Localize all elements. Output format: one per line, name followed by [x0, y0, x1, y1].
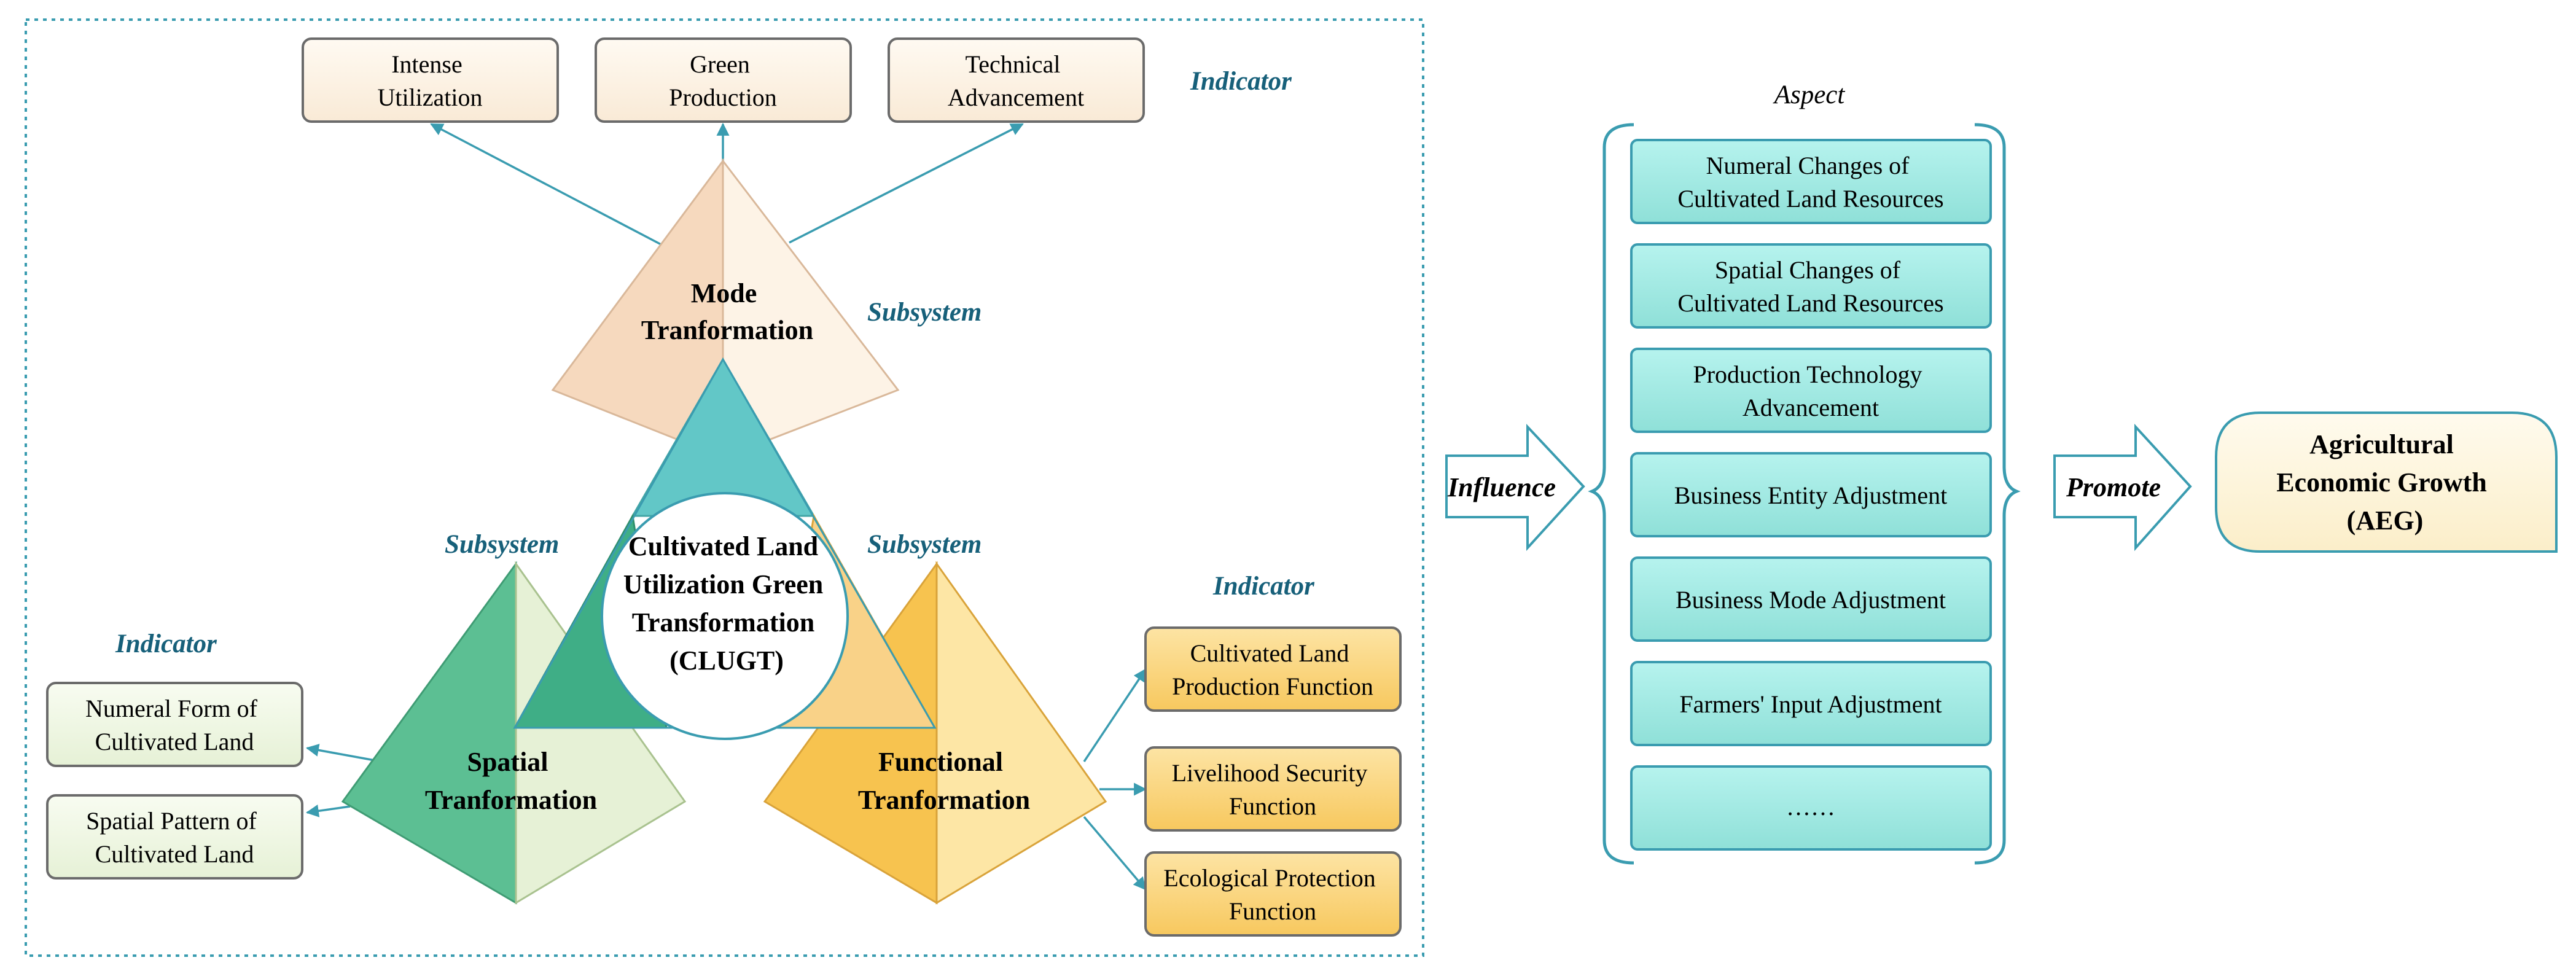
- aspect-item-farmers-input: Farmers' Input Adjustment: [1630, 661, 1992, 746]
- svg-text:Ecological Protection: Ecological Protection Function: [1163, 864, 1381, 925]
- connector-lines: [305, 122, 1147, 891]
- connector-functional-ecological: [1083, 816, 1147, 891]
- aspect-item-ellipsis: ……: [1630, 765, 1992, 851]
- functional-pyramid-label: Functional Tranformation: [858, 747, 1030, 815]
- aspect-right-brace: [1974, 123, 2021, 865]
- outcome-box: [2215, 411, 2558, 553]
- spatial-pyramid-left-face: [341, 561, 517, 905]
- mode-pyramid: Mode Tranformation: [551, 158, 900, 459]
- aspect-left-brace: [1588, 123, 1634, 865]
- center-circle: [601, 492, 849, 740]
- promote-arrow-shape: [2053, 423, 2192, 552]
- aspect-item-spatial-changes: Spatial Changes of Cultivated Land Resou…: [1630, 243, 1992, 329]
- subsystem-label-functional: Subsystem: [867, 530, 982, 559]
- svg-text:Numeral Form of Cultiv: Numeral Form of Cultivated Land: [85, 695, 263, 755]
- left-panel-frame: [25, 18, 1424, 957]
- indicator-label-functional: Indicator: [1212, 572, 1315, 601]
- aspect-items: Numeral Changes of Cultivated Land Resou…: [1630, 139, 1992, 851]
- indicator-box-intense-utilization: Intense Utilization: [302, 37, 559, 123]
- promote-label: Promote: [2066, 472, 2161, 502]
- clugt-center: Cultivated Land Utilization Green Transf…: [513, 357, 937, 740]
- svg-text:Farmers' Input Adjustment: Farmers' Input Adjustment: [1679, 690, 1942, 718]
- outcome-label: Agricultural Economic Growth (AEG): [2276, 429, 2494, 536]
- promote-arrow: Promote: [2053, 423, 2192, 552]
- aspect-item-business-mode: Business Mode Adjustment: [1630, 556, 1992, 642]
- connector-mode-intense: [430, 123, 664, 247]
- indicator-box-livelihood-security: Livelihood Security Function: [1144, 746, 1402, 832]
- indicator-label-mode: Indicator: [1190, 67, 1292, 96]
- functional-indicator-boxes: Cultivated Land Production Function Live…: [1144, 626, 1402, 937]
- outcome-aeg: Agricultural Economic Growth (AEG): [2215, 411, 2558, 553]
- svg-text:Livelihood Security Fu: Livelihood Security Function: [1172, 759, 1374, 820]
- connector-mode-technical: [789, 123, 1024, 244]
- influence-arrow-shape: [1445, 423, 1585, 552]
- indicator-box-green-production: Green Production: [595, 37, 852, 123]
- indicator-box-production-function: Cultivated Land Production Function: [1144, 626, 1402, 712]
- mode-pyramid-right-face: [722, 158, 900, 459]
- connector-functional-production: [1083, 668, 1147, 762]
- indicator-box-spatial-pattern: Spatial Pattern of Cultivated Land: [46, 794, 303, 880]
- influence-arrow: Influence: [1445, 423, 1585, 552]
- svg-text:Green Production: Green Production: [669, 50, 777, 111]
- svg-text:Technical Advancement: Technical Advancement: [948, 50, 1084, 111]
- svg-text:Numeral Changes of Cul: Numeral Changes of Cultivated Land Resou…: [1677, 152, 1943, 213]
- connector-spatial-numeral: [305, 744, 375, 762]
- indicator-box-numeral-form: Numeral Form of Cultivated Land: [46, 682, 303, 767]
- indicator-box-ecological-protection: Ecological Protection Function: [1144, 851, 1402, 937]
- spatial-pyramid-label: Spatial Tranformation: [425, 747, 597, 815]
- aspect-item-business-entity: Business Entity Adjustment: [1630, 452, 1992, 537]
- mode-pyramid-label: Mode Tranformation: [641, 278, 813, 345]
- svg-text:Cultivated Land Produc: Cultivated Land Production Function: [1172, 639, 1373, 700]
- svg-text:Spatial Changes of Cul: Spatial Changes of Cultivated Land Resou…: [1677, 256, 1943, 317]
- subsystem-label-mode: Subsystem: [867, 298, 982, 327]
- aspect-item-production-technology: Production Technology Advancement: [1630, 348, 1992, 433]
- svg-text:Intense Utilization: Intense Utilization: [377, 50, 482, 111]
- mode-indicator-boxes: Intense Utilization Green Production Tec…: [302, 37, 1145, 123]
- functional-pyramid-right-face: [935, 561, 1107, 905]
- indicator-box-technical-advancement: Technical Advancement: [888, 37, 1145, 123]
- influence-label: Influence: [1447, 472, 1556, 502]
- center-circle-label: Cultivated Land Utilization Green Transf…: [623, 531, 830, 676]
- functional-pyramid: Functional Tranformation: [763, 561, 1107, 905]
- svg-text:……: ……: [1786, 793, 1835, 821]
- svg-text:Production Technology: Production Technology Advancement: [1693, 361, 1928, 421]
- subsystem-label-spatial: Subsystem: [445, 530, 559, 559]
- svg-text:Business Mode Adjustment: Business Mode Adjustment: [1676, 586, 1946, 614]
- indicator-label-spatial: Indicator: [115, 630, 217, 658]
- connector-spatial-pattern: [305, 804, 351, 817]
- spatial-pyramid: Spatial Tranformation: [341, 561, 687, 905]
- aspect-item-numeral-changes: Numeral Changes of Cultivated Land Resou…: [1630, 139, 1992, 224]
- svg-text:Spatial Pattern of Cul: Spatial Pattern of Cultivated Land: [86, 807, 263, 868]
- aspect-title: Aspect: [1773, 80, 1846, 109]
- spatial-indicator-boxes: Numeral Form of Cultivated Land Spatial …: [46, 682, 303, 880]
- svg-text:Business Entity Adjustment: Business Entity Adjustment: [1674, 482, 1947, 509]
